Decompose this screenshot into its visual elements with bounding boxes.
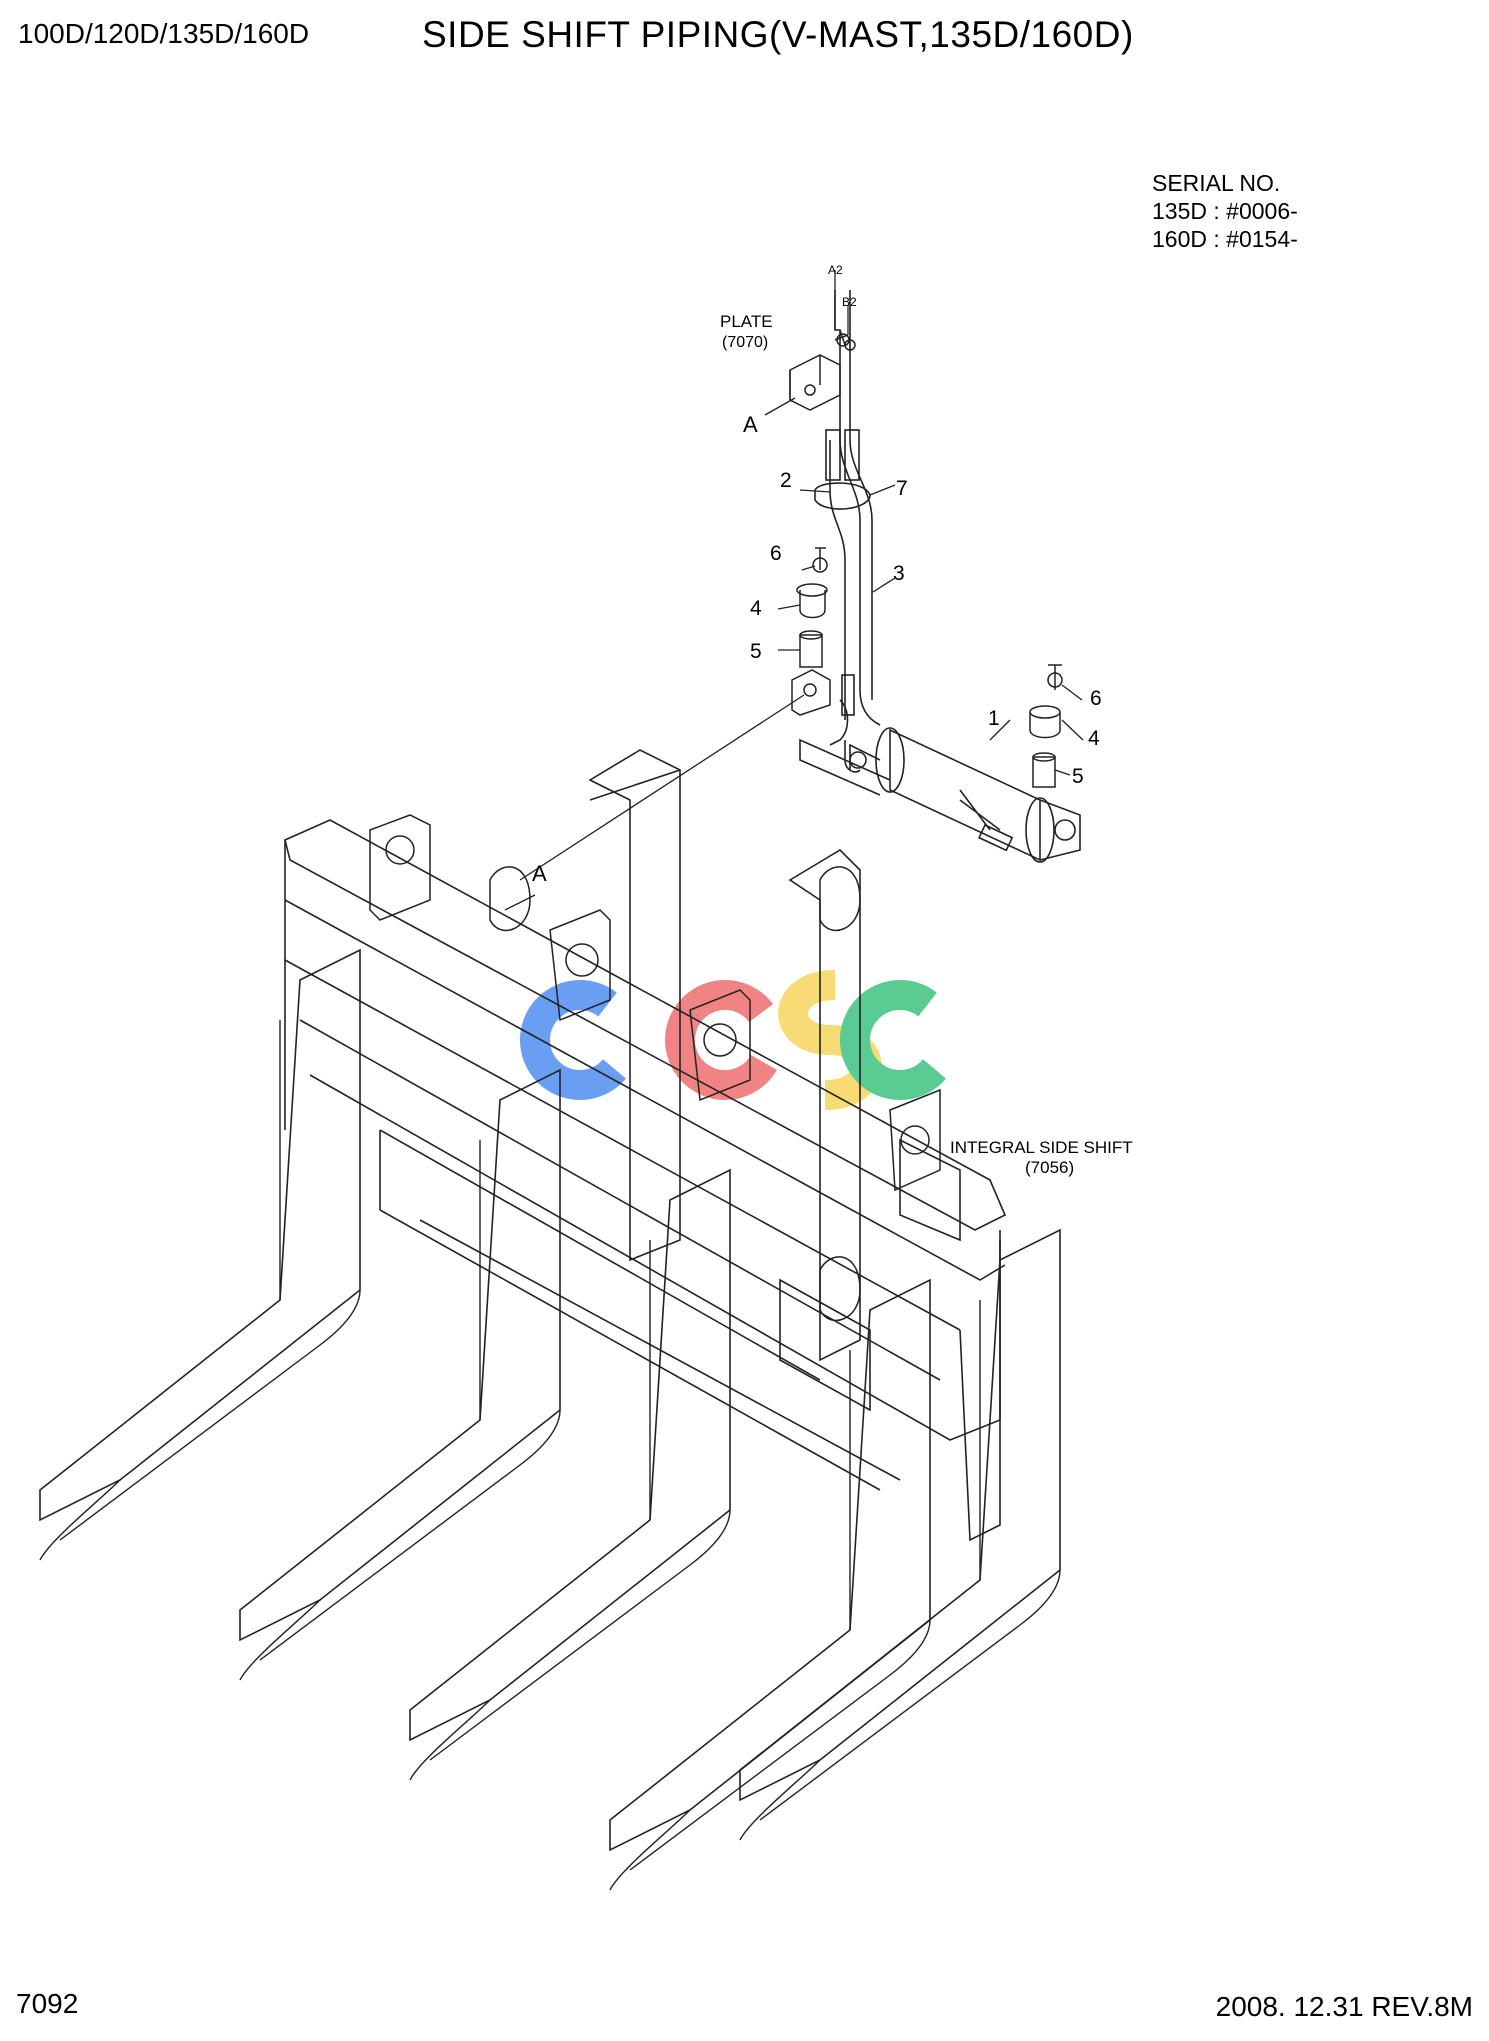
part-4-label-right: 4: [1088, 727, 1100, 750]
fork-hooks: [369, 814, 941, 1321]
watermark-c2: [840, 980, 960, 1100]
plate-label: PLATE: [720, 312, 773, 331]
revision-date: 2008. 12.31 REV.8M: [1215, 1991, 1473, 2022]
model-list: 100D/120D/135D/160D: [18, 18, 310, 49]
serial-heading: SERIAL NO.: [1152, 170, 1281, 196]
detail-a-label: A: [743, 412, 758, 437]
page-title: SIDE SHIFT PIPING(V-MAST,135D/160D): [422, 14, 1134, 55]
part-2-label: 2: [780, 469, 792, 492]
side-shift-label: INTEGRAL SIDE SHIFT: [950, 1138, 1133, 1157]
part-4-label-left: 4: [750, 597, 762, 620]
side-shift-cylinder: [799, 727, 1081, 863]
hardware-left: [791, 547, 831, 716]
part-1-label: 1: [988, 707, 1000, 730]
watermark-g: [665, 980, 785, 1100]
detail-a-target-label: A: [532, 861, 547, 886]
part-3-label: 3: [893, 562, 905, 585]
part-5-label-right: 5: [1072, 765, 1084, 788]
part-6-label-left: 6: [770, 542, 782, 565]
plate-7070: [789, 329, 856, 411]
leader-lines: [504, 270, 1084, 911]
plate-ref-label: (7070): [722, 334, 768, 351]
part-5-label-left: 5: [750, 640, 762, 663]
hoses: [814, 290, 881, 773]
carriage-frame: [284, 749, 1007, 1542]
a2-label: A2: [828, 263, 843, 277]
hardware-right: [1029, 664, 1063, 788]
side-shift-ref-label: (7056): [1025, 1158, 1074, 1177]
serial-line-160d: 160D : #0154-: [1152, 226, 1298, 252]
part-7-label: 7: [896, 477, 908, 500]
part-6-label-right: 6: [1090, 687, 1102, 710]
serial-line-135d: 135D : #0006-: [1152, 198, 1298, 224]
b2-label: B2: [842, 295, 857, 309]
page-number: 7092: [16, 1988, 79, 2019]
